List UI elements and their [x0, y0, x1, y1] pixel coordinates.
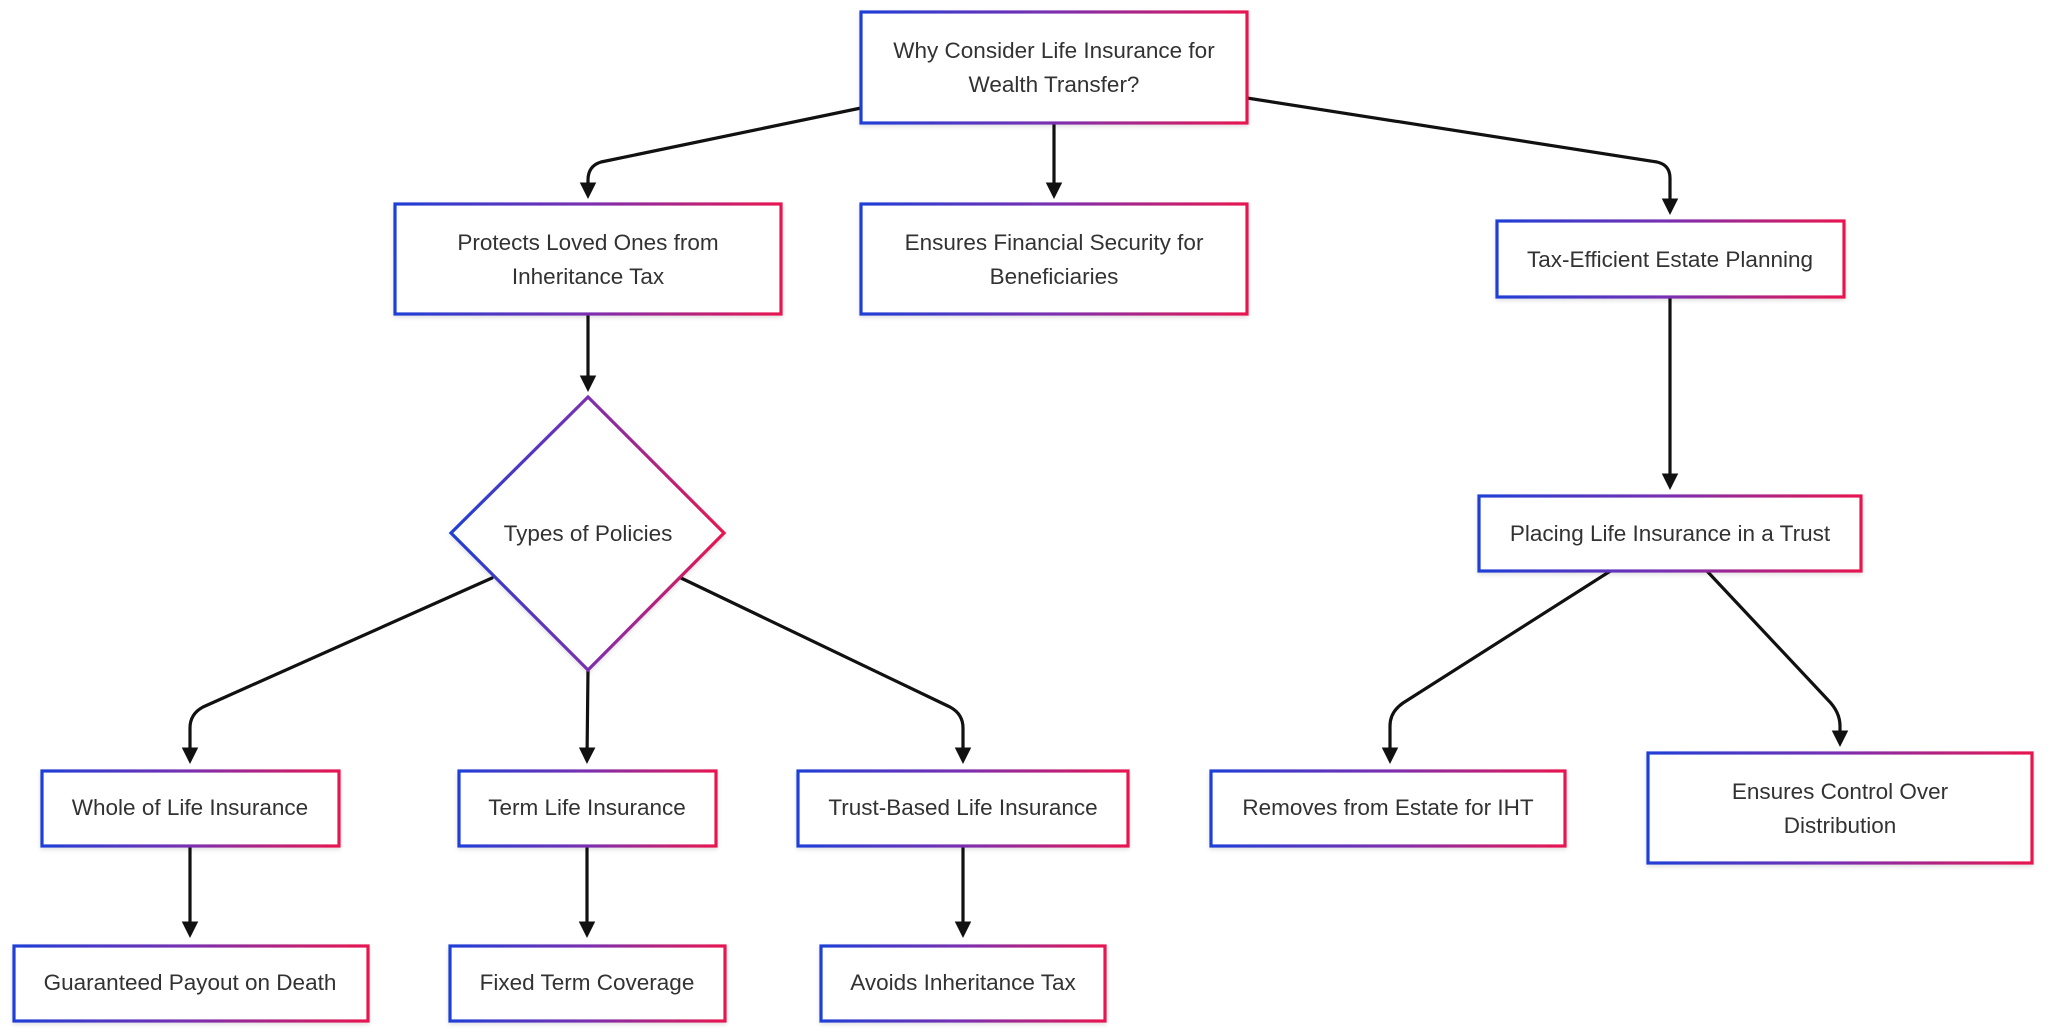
node-fixed-term-coverage: Fixed Term Coverage	[448, 944, 727, 1023]
edge-placing-trust-to-removes-estate	[1381, 568, 1614, 764]
node-removes-estate-label: Removes from Estate for IHT	[1242, 795, 1534, 820]
node-root-label-line1: Why Consider Life Insurance for	[893, 38, 1215, 63]
node-placing-life-insurance-in-trust: Placing Life Insurance in a Trust	[1477, 494, 1863, 573]
node-ensures-security-label-line2: Beneficiaries	[990, 264, 1119, 289]
edge-types-to-whole-of-life	[181, 576, 494, 764]
node-ensures-control-over-distribution: Ensures Control Over Distribution	[1646, 751, 2034, 865]
node-guaranteed-payout-label: Guaranteed Payout on Death	[44, 970, 337, 995]
node-protects-label-line2: Inheritance Tax	[512, 264, 665, 289]
node-tax-efficient-label: Tax-Efficient Estate Planning	[1527, 247, 1813, 272]
edge-types-to-term-life	[578, 668, 596, 764]
node-term-life-label: Term Life Insurance	[488, 795, 686, 820]
node-types-of-policies: Types of Policies	[448, 394, 727, 673]
node-root: Why Consider Life Insurance for Wealth T…	[859, 10, 1249, 125]
node-avoids-iht-label: Avoids Inheritance Tax	[850, 970, 1076, 995]
node-term-life-insurance: Term Life Insurance	[457, 769, 718, 848]
nodes: Why Consider Life Insurance for Wealth T…	[12, 10, 2034, 1023]
node-whole-of-life-label: Whole of Life Insurance	[72, 795, 308, 820]
node-root-label-line2: Wealth Transfer?	[969, 72, 1140, 97]
node-placing-trust-label: Placing Life Insurance in a Trust	[1510, 521, 1831, 546]
node-avoids-inheritance-tax: Avoids Inheritance Tax	[819, 944, 1107, 1023]
node-removes-from-estate: Removes from Estate for IHT	[1209, 769, 1567, 848]
edge-root-to-tax-efficient	[1245, 96, 1679, 215]
node-protects-label-line1: Protects Loved Ones from	[457, 230, 718, 255]
node-guaranteed-payout-on-death: Guaranteed Payout on Death	[12, 944, 370, 1023]
node-whole-of-life-insurance: Whole of Life Insurance	[40, 769, 341, 848]
node-trust-based-life-insurance: Trust-Based Life Insurance	[796, 769, 1130, 848]
node-fixed-term-label: Fixed Term Coverage	[480, 970, 695, 995]
node-trust-based-label: Trust-Based Life Insurance	[828, 795, 1097, 820]
node-ensures-control-label-line1: Ensures Control Over	[1732, 779, 1949, 804]
node-types-label: Types of Policies	[504, 521, 673, 546]
edges	[181, 96, 1849, 938]
node-ensures-control-label-line2: Distribution	[1784, 813, 1897, 838]
node-protects-loved-ones: Protects Loved Ones from Inheritance Tax	[393, 202, 783, 316]
node-tax-efficient-estate-planning: Tax-Efficient Estate Planning	[1495, 219, 1846, 299]
edge-placing-trust-to-ensures-control	[1704, 568, 1849, 747]
node-ensures-security-label-line1: Ensures Financial Security for	[905, 230, 1204, 255]
edge-root-to-protects	[579, 106, 863, 199]
edge-types-to-trust-based	[679, 576, 972, 764]
node-ensures-financial-security: Ensures Financial Security for Beneficia…	[859, 202, 1249, 316]
